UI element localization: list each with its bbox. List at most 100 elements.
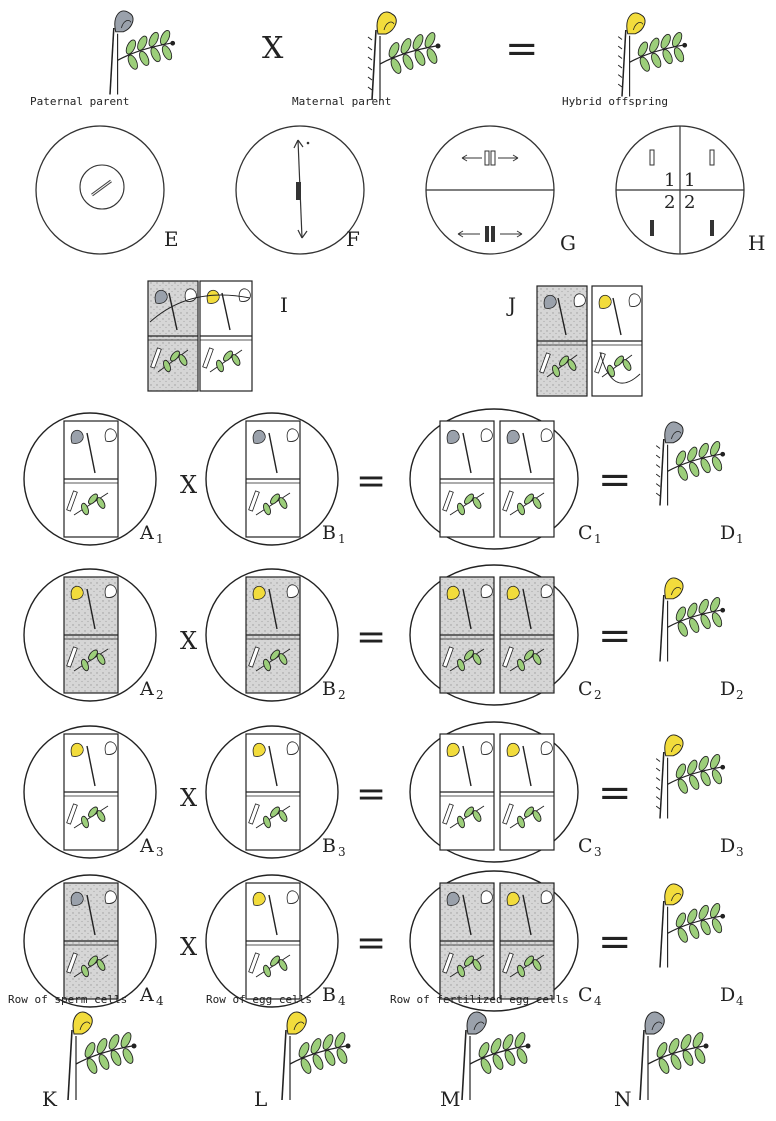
label-B3-subscript: 3 [338, 845, 346, 859]
H-quadrant-1-right: 1 [684, 170, 695, 191]
block-J-left-panel [537, 286, 587, 396]
label-B1: B [322, 522, 336, 544]
egg-chromosome-panel-1 [246, 421, 300, 537]
label-D3-subscript: 3 [736, 845, 744, 859]
label-K: K [42, 1087, 58, 1111]
label-B4-subscript: 4 [338, 994, 346, 1008]
fertilized-right-panel-2 [500, 577, 554, 693]
label-D1: D [720, 522, 735, 544]
block-I-right-panel [200, 281, 252, 391]
egg-chromosome-panel-2 [246, 577, 300, 693]
fertilized-left-panel-4 [440, 883, 494, 999]
cell-E [36, 126, 164, 254]
label-B4: B [322, 984, 336, 1006]
cross-symbol-2: X [180, 627, 197, 655]
label-D2: D [720, 678, 735, 700]
label-D3: D [720, 835, 735, 857]
sperm-chromosome-panel-1 [64, 421, 118, 537]
equals-symbol-3: = [356, 774, 386, 815]
sperm-chromosome-panel-2 [64, 577, 118, 693]
H-quadrant-1-left: 1 [664, 170, 675, 191]
label-A4: A [139, 984, 154, 1006]
label-B2: B [322, 678, 336, 700]
hybrid-label: Hybrid offspring [562, 95, 668, 108]
label-F: F [346, 227, 360, 251]
egg-chromosome-panel-4 [246, 883, 300, 999]
egg-chromosome-panel-3 [246, 734, 300, 850]
plant-M [462, 1012, 531, 1100]
fertilized-left-panel-1 [440, 421, 494, 537]
label-M: M [440, 1087, 460, 1111]
label-A4-subscript: 4 [156, 994, 164, 1008]
equals-symbol-4: = [356, 923, 386, 964]
label-D4: D [720, 984, 735, 1006]
equals-symbol-2-4: = [598, 919, 632, 965]
label-C1: C [578, 522, 593, 544]
label-A2-subscript: 2 [156, 688, 164, 702]
label-G: G [560, 231, 576, 255]
equals-symbol-1: = [356, 461, 386, 502]
cross-symbol-1: X [180, 471, 197, 499]
label-C2-subscript: 2 [594, 688, 602, 702]
label-B1-subscript: 1 [338, 532, 346, 546]
hybrid-offspring-plant [618, 13, 687, 97]
label-I: I [280, 293, 288, 317]
label-A3-subscript: 3 [156, 845, 164, 859]
equals-symbol-2-1: = [598, 457, 632, 503]
paternal-parent-plant [110, 11, 175, 95]
caption-egg-row: Row of egg cells [206, 993, 312, 1006]
fertilized-right-panel-4 [500, 883, 554, 999]
fertilized-left-panel-3 [440, 734, 494, 850]
fertilized-right-panel-1 [500, 421, 554, 537]
sperm-chromosome-panel-4 [64, 883, 118, 999]
fertilized-right-panel-3 [500, 734, 554, 850]
label-C4-subscript: 4 [594, 994, 602, 1008]
label-B3: B [322, 835, 336, 857]
offspring-plant-D3 [656, 735, 725, 819]
cross-symbol-3: X [180, 784, 197, 812]
equals-symbol-2-2: = [598, 613, 632, 659]
label-E: E [164, 227, 179, 251]
label-D1-subscript: 1 [736, 532, 744, 546]
block-J-right-panel [592, 286, 642, 396]
label-C2: C [578, 678, 593, 700]
H-quadrant-2-left: 2 [664, 192, 675, 213]
offspring-plant-D1 [656, 422, 725, 506]
caption-sperm-row: Row of sperm cells [8, 993, 127, 1006]
label-N: N [614, 1087, 632, 1111]
label-A1: A [139, 522, 154, 544]
label-D4-subscript: 4 [736, 994, 744, 1008]
top-cross-symbol: X [262, 31, 284, 66]
cell-F [236, 126, 364, 254]
plant-N [640, 1012, 709, 1100]
cross-symbol-4: X [180, 933, 197, 961]
H-quadrant-2-right: 2 [684, 192, 695, 213]
cell-H [616, 126, 744, 254]
plant-K [68, 1012, 137, 1100]
offspring-plant-D4 [660, 884, 725, 968]
equals-symbol-2: = [356, 617, 386, 658]
label-A1-subscript: 1 [156, 532, 164, 546]
equals-symbol-2-3: = [598, 770, 632, 816]
sperm-chromosome-panel-3 [64, 734, 118, 850]
maternal-parent-plant [368, 12, 441, 100]
fertilized-left-panel-2 [440, 577, 494, 693]
cell-G [426, 126, 554, 254]
label-C4: C [578, 984, 593, 1006]
top-equals-symbol: = [505, 26, 539, 72]
label-C1-subscript: 1 [594, 532, 602, 546]
label-J: J [506, 293, 516, 317]
block-I-left-panel [148, 281, 198, 391]
offspring-plant-D2 [660, 578, 725, 662]
maternal-label: Maternal parent [292, 95, 391, 108]
label-A3: A [139, 835, 154, 857]
label-H: H [748, 231, 765, 255]
label-D2-subscript: 2 [736, 688, 744, 702]
plant-L [282, 1012, 351, 1100]
label-A2: A [139, 678, 154, 700]
